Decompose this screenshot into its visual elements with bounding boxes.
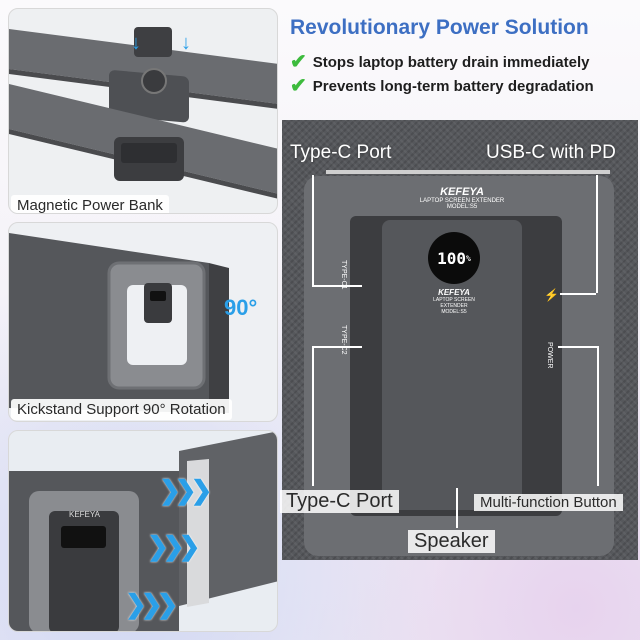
rotation-angle-label: 90° bbox=[224, 295, 258, 320]
slide-arrow-icon: ❯❯❯ bbox=[159, 475, 212, 505]
insert-illustration: KEFEYA bbox=[9, 431, 277, 631]
page-title: Revolutionary Power Solution bbox=[290, 16, 589, 39]
power-button-label: POWER bbox=[546, 342, 553, 369]
kickstand-illustration bbox=[9, 233, 229, 413]
insert-brand-text: KEFEYA bbox=[69, 510, 101, 519]
magnetic-illustration: ↓ ↓ bbox=[9, 27, 277, 199]
checkmark-icon: ✔ bbox=[290, 75, 307, 97]
device-brand: KEFEYA bbox=[440, 186, 484, 198]
svg-text:↓: ↓ bbox=[181, 32, 191, 54]
top-edge bbox=[326, 170, 610, 174]
battery-percentage: 100 bbox=[437, 248, 467, 268]
feature-text: Stops laptop battery drain immediately bbox=[312, 53, 590, 71]
leader-line bbox=[560, 293, 596, 295]
checkmark-icon: ✔ bbox=[290, 51, 307, 73]
callout-usb-c-pd: USB-C with PD bbox=[486, 142, 616, 163]
slide-arrow-icon: ❯❯❯ bbox=[125, 589, 178, 619]
slide-arrow-icon: ❯❯❯ bbox=[147, 531, 200, 561]
device-model: MODEL:S5 bbox=[446, 204, 478, 210]
svg-text:↓: ↓ bbox=[131, 32, 141, 54]
leader-line bbox=[596, 175, 598, 293]
panel-caption: Magnetic Power Bank bbox=[11, 195, 169, 213]
callout-multi-button: Multi-function Button bbox=[474, 494, 623, 511]
panel-caption: Kickstand Support 90° Rotation bbox=[11, 399, 232, 420]
magnetic-powerbank-panel: ↓ ↓ Magnetic Power Bank bbox=[8, 8, 278, 214]
battery-unit: % bbox=[466, 253, 471, 263]
powerbank-brand: KEFEYA bbox=[438, 288, 470, 297]
callout-type-c-bottom: Type-C Port bbox=[280, 490, 399, 513]
powerbank-model: MODEL:S5 bbox=[441, 309, 467, 315]
leader-line bbox=[456, 488, 458, 528]
feature-text: Prevents long-term battery degradation bbox=[312, 77, 594, 95]
leader-line bbox=[312, 346, 314, 486]
device-detail-panel: KEFEYA LAPTOP SCREEN EXTENDER MODEL:S5 1… bbox=[282, 120, 638, 560]
leader-line bbox=[597, 346, 599, 486]
port-label-c2: TYPE-C2 bbox=[340, 325, 347, 355]
kickstand-panel: 90° Kickstand Support 90° Rotation bbox=[8, 222, 278, 422]
powerbank-subtitle: LAPTOP SCREEN EXTENDER bbox=[433, 297, 475, 309]
lightning-icon: ⚡ bbox=[544, 288, 559, 302]
leader-line bbox=[558, 346, 598, 348]
port-label-c1: TYPE-C1 bbox=[340, 260, 347, 290]
callout-speaker: Speaker bbox=[408, 530, 495, 553]
insert-panel: KEFEYA ❯❯❯ ❯❯❯ ❯❯❯ bbox=[8, 430, 278, 632]
device-subtitle: LAPTOP SCREEN EXTENDER bbox=[419, 198, 505, 204]
leader-line bbox=[312, 175, 314, 285]
feature-bullet: ✔ Stops laptop battery drain immediately bbox=[290, 52, 590, 72]
battery-display: 100% bbox=[428, 232, 480, 284]
feature-bullet: ✔ Prevents long-term battery degradation bbox=[290, 76, 594, 96]
leader-line bbox=[312, 346, 362, 348]
leader-line bbox=[312, 285, 362, 287]
callout-type-c-top: Type-C Port bbox=[290, 142, 392, 163]
